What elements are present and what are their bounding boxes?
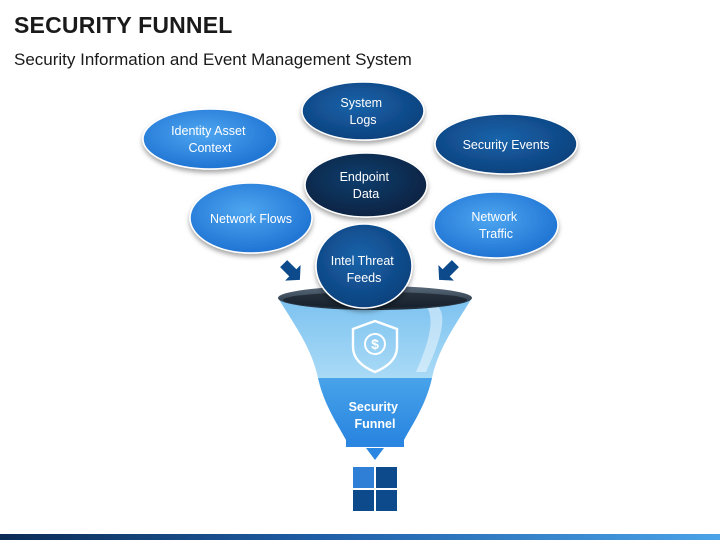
bubble-label: System: [340, 96, 382, 110]
funnel-label-line: Security: [349, 400, 398, 414]
bubble-network-flows: Network Flows: [189, 182, 313, 254]
bubble-network-traffic: Network Traffic: [433, 191, 559, 259]
page-title: SECURITY FUNNEL: [14, 12, 233, 38]
right-arrow-icon: [438, 260, 459, 281]
bubble-label: Endpoint: [340, 170, 390, 184]
funnel-spout: [346, 438, 404, 447]
bubble-label: Identity Asset: [171, 124, 246, 138]
bubble-label: Context: [188, 141, 232, 155]
bubble-label: Traffic: [479, 227, 513, 241]
left-arrow-icon: [280, 260, 301, 281]
svg-text:System Logs: System Logs: [340, 96, 385, 127]
funnel-label-line: Funnel: [355, 417, 396, 431]
bubble-security-events: Security Events: [434, 113, 578, 175]
svg-text:Identity Asset Context: Identity Asset Context: [171, 124, 249, 155]
page-subtitle: Security Information and Event Managemen…: [14, 50, 412, 69]
bubble-label: Intel Threat: [331, 254, 395, 268]
funnel-highlight: [416, 302, 443, 372]
funnel-upper-section: [278, 298, 472, 378]
bubble-identity-asset-context: Identity Asset Context: [142, 108, 278, 170]
bubble-label: Network Flows: [210, 212, 292, 226]
bottom-accent-bar: [0, 534, 720, 540]
shield-dollar-icon: $: [351, 319, 399, 374]
bubble-label: Feeds: [347, 271, 382, 285]
bubble-label: Security Events: [463, 138, 550, 152]
bubble-label: Network: [471, 210, 518, 224]
grid-squares-icon: [353, 467, 397, 511]
funnel-lower-section: [318, 378, 432, 440]
svg-text:$: $: [371, 336, 379, 352]
svg-text:Endpoint Data: Endpoint Data: [340, 170, 393, 201]
bubble-endpoint-data: Endpoint Data: [304, 152, 428, 218]
bubble-system-logs: System Logs: [301, 81, 425, 141]
down-arrow-icon: [366, 448, 384, 460]
svg-text:Network Flows: Network Flows: [210, 212, 292, 226]
svg-text:Intel Threat Feeds: Intel Threat Feeds: [331, 254, 398, 285]
bubble-label: Logs: [349, 113, 376, 127]
svg-text:Security Events: Security Events: [463, 138, 550, 152]
bubble-label: Data: [353, 187, 379, 201]
svg-text:Network Traffic: Network Traffic: [471, 210, 520, 241]
funnel-label: Security Funnel: [349, 400, 402, 431]
funnel: [278, 286, 472, 447]
bubble-intel-threat-feeds: Intel Threat Feeds: [315, 223, 413, 309]
